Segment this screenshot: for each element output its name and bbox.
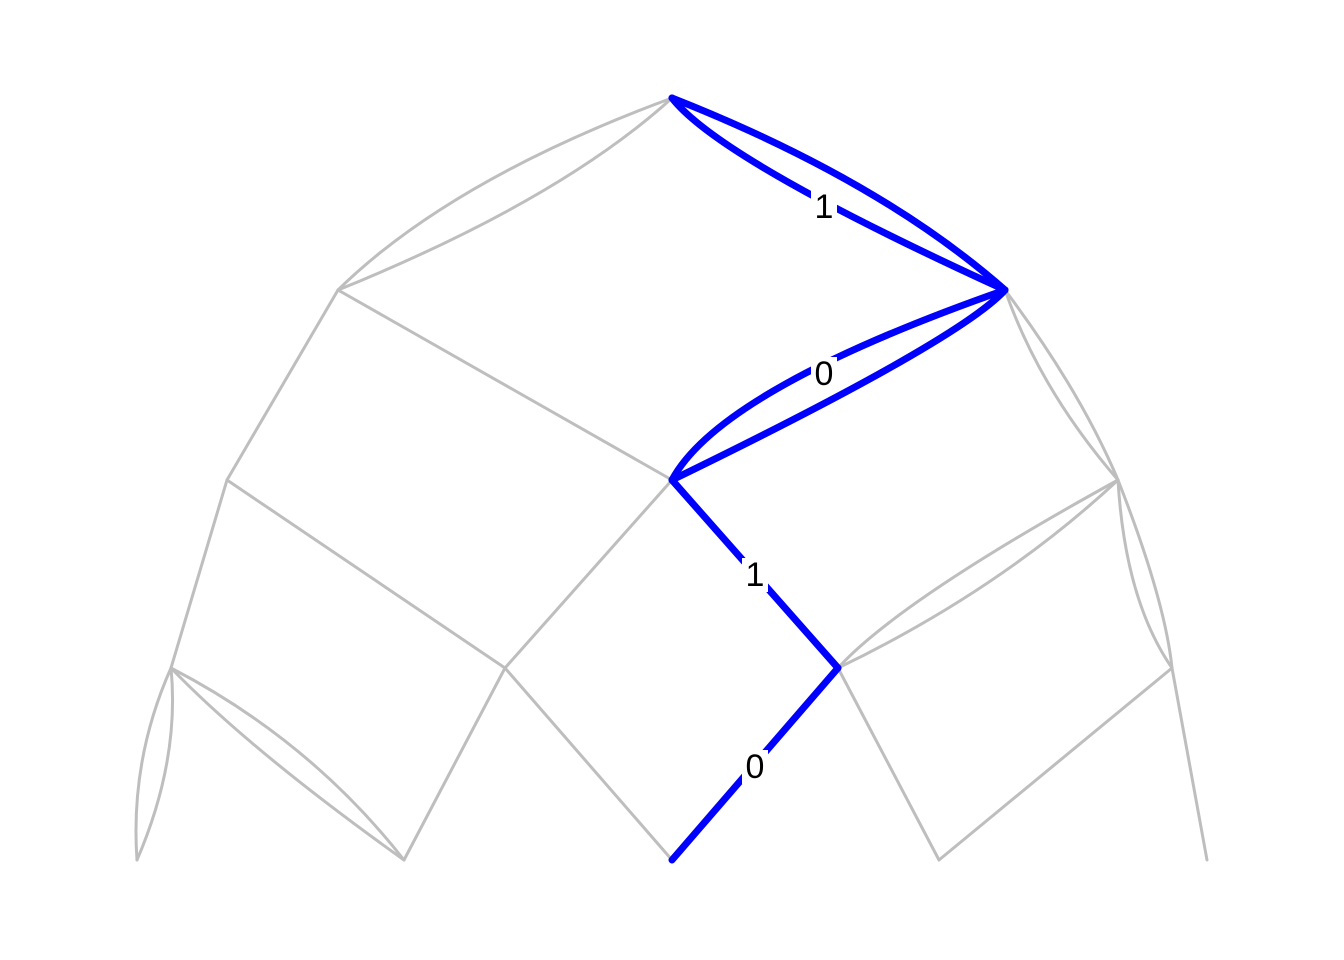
gray-edge-upperright-right-a: [1003, 288, 1120, 482]
gray-edge-lowercenter-leaf4: [836, 666, 941, 862]
gray-edge-farright-leaf5: [1170, 666, 1209, 862]
gray-edge-top-upperleft-b: [336, 96, 674, 292]
edge-label-bg-3: [742, 558, 768, 592]
gray-edge-left-lowerleft: [169, 478, 229, 670]
gray-edge-right-lowercenter-b: [836, 478, 1120, 670]
gray-edge-lowerleft-leaf2-b: [169, 666, 406, 862]
edge-label-top-upperright: 1: [815, 188, 834, 226]
gray-edge-midlower-leaf2: [402, 666, 507, 862]
gray-edge-farright-leaf4: [937, 666, 1174, 862]
gray-edge-upperleft-center: [336, 288, 674, 482]
gray-edge-lowerleft-leaf1-a: [134, 666, 173, 862]
edge-label-bg-4: [742, 750, 768, 784]
blue-edge-top-upperright-b: [668, 94, 1009, 294]
gray-edge-right-farright-b: [1116, 478, 1174, 670]
gray-edge-right-farright-a: [1116, 478, 1174, 670]
gray-edge-left-midlower: [225, 478, 507, 670]
gray-edge-upperleft-left: [225, 288, 340, 482]
gray-edge-lowerleft-leaf2-a: [169, 666, 406, 862]
gray-edge-center-midlower: [503, 478, 674, 670]
gray-edge-midlower-leaf3: [503, 666, 674, 862]
blue-edge-top-upperright-a: [668, 94, 1009, 294]
edge-label-center-lowercenter: 1: [746, 556, 765, 594]
edge-label-bg-2: [811, 357, 837, 391]
blue-edge-upperright-center-a: [668, 286, 1009, 484]
gray-edge-top-upperleft-a: [336, 96, 674, 292]
gray-edge-right-lowercenter-a: [836, 478, 1120, 670]
edge-label-upperright-center: 0: [815, 355, 834, 393]
path-labels: 1 0 1 0: [742, 188, 837, 786]
gray-edge-lowerleft-leaf1-b: [135, 666, 175, 862]
gray-edge-upperright-right-b: [1003, 288, 1120, 482]
edge-label-lowercenter-leaf3: 0: [746, 748, 765, 786]
edge-label-bg-1: [811, 190, 837, 224]
blue-edge-upperright-center-b: [668, 286, 1009, 484]
highlighted-path: [668, 94, 1009, 864]
inactive-edges: [134, 96, 1209, 862]
